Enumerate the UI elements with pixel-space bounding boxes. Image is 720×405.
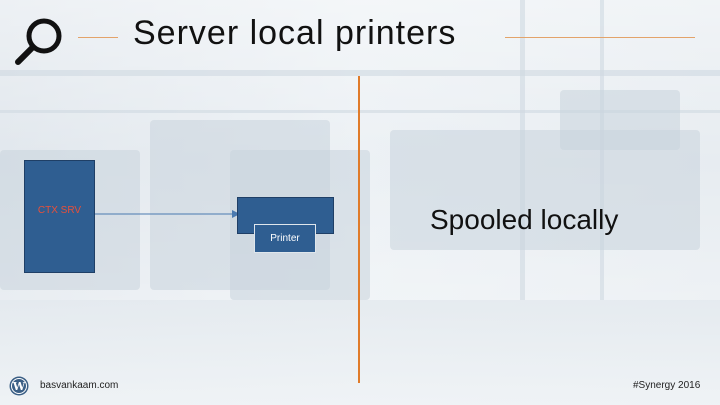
svg-text:W: W: [12, 380, 26, 393]
title-rule-left: [78, 37, 118, 38]
footer-site: basvankaam.com: [40, 380, 119, 391]
ctx-srv-label: CTX SRV: [37, 205, 82, 216]
ctx-srv-node: CTX SRV: [24, 160, 95, 273]
title-rule-right: [505, 37, 695, 38]
printer-label: Printer: [270, 233, 300, 244]
connection-arrow: [95, 210, 240, 218]
spooled-locally-text: Spooled locally: [430, 204, 619, 235]
slide-title: Server local printers: [133, 14, 457, 52]
wordpress-icon: W: [9, 376, 29, 396]
footer-hashtag: #Synergy 2016: [633, 380, 701, 391]
vertical-divider: [358, 76, 360, 383]
search-icon: [15, 18, 62, 65]
printer-tray: Printer: [254, 224, 316, 253]
